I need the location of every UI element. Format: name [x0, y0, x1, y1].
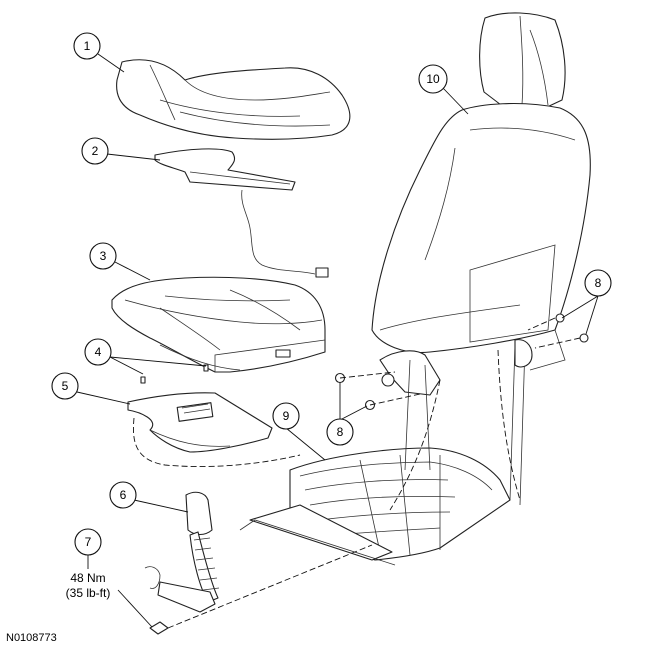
part-1-cushion-cover — [116, 59, 351, 140]
part-5-seat-panel — [127, 392, 273, 453]
callout-2-label: 2 — [92, 144, 99, 158]
part-2-heater-mat — [154, 148, 329, 278]
torque-metric: 48 Nm — [70, 571, 105, 585]
callout-8-left: 8 — [326, 418, 354, 446]
part-9-seat-frame — [239, 339, 533, 566]
callout-1: 1 — [73, 32, 101, 60]
callout-9-label: 9 — [283, 409, 290, 423]
callout-9: 9 — [272, 402, 300, 430]
callout-5: 5 — [51, 372, 79, 400]
callout-5-label: 5 — [62, 379, 69, 393]
callout-2: 2 — [81, 137, 109, 165]
part-4-screws — [140, 364, 209, 384]
part-3-cushion-pan — [111, 276, 326, 373]
callout-10-label: 10 — [426, 72, 440, 86]
callout-6-label: 6 — [120, 488, 127, 502]
callout-4: 4 — [84, 338, 112, 366]
callout-1-label: 1 — [84, 39, 91, 53]
assembly-dash-lines — [133, 317, 581, 629]
callout-3: 3 — [89, 242, 117, 270]
part-6-seat-belt-buckle — [144, 491, 220, 635]
callout-4-label: 4 — [95, 345, 102, 359]
callout-7: 7 — [74, 528, 102, 556]
callout-10: 10 — [418, 64, 448, 94]
callout-8-right-label: 8 — [595, 276, 602, 290]
figure-id: N0108773 — [6, 632, 57, 644]
callout-8-left-label: 8 — [337, 425, 344, 439]
callout-7-label: 7 — [85, 535, 92, 549]
torque-imperial: (35 lb-ft) — [66, 586, 111, 600]
part-10-seat-back — [371, 12, 591, 506]
callout-6: 6 — [109, 481, 137, 509]
leader-lines — [76, 53, 599, 628]
callout-8-right: 8 — [584, 269, 612, 297]
callout-3-label: 3 — [100, 249, 107, 263]
